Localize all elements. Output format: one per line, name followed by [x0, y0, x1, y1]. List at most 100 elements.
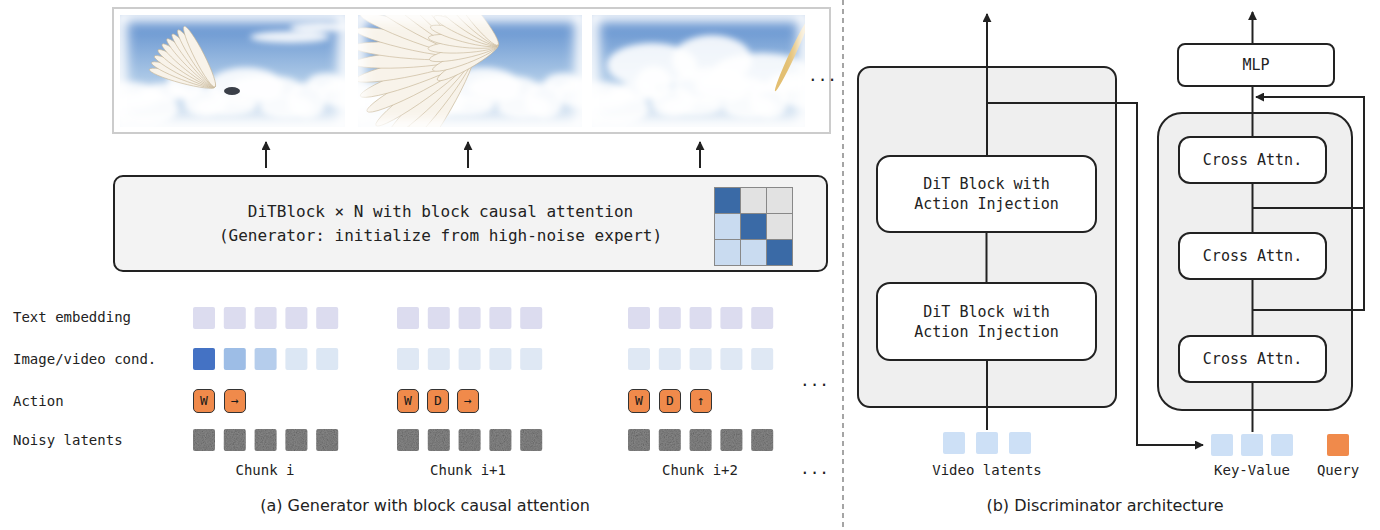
dit-block: DiT Block with Action Injection [876, 155, 1097, 233]
ellipsis: ... [800, 459, 829, 479]
generated-frame [592, 15, 805, 127]
node-text: (Generator: initialize from high-noise e… [219, 224, 662, 248]
text-embedding-token [690, 307, 712, 329]
row-label: Image/video cond. [13, 350, 156, 368]
condition-token [224, 348, 246, 370]
noisy-latent-token [690, 429, 712, 451]
condition-token [428, 348, 450, 370]
block-causal-mask-icon [714, 187, 793, 266]
chunk-label: Chunk i+1 [430, 461, 506, 479]
node-text: MLP [1242, 55, 1269, 75]
text-embedding-token [628, 307, 650, 329]
connector [1252, 184, 1254, 232]
subfigure-caption: (b) Discriminator architecture [986, 496, 1223, 516]
noisy-latent-token [520, 429, 542, 451]
noisy-latent-token [720, 429, 742, 451]
node-text: DiT Block with Action Injection [907, 174, 1067, 214]
node-text: DiT Block with Action Injection [907, 302, 1067, 342]
text-embedding-token [659, 307, 681, 329]
query-token [1327, 434, 1349, 456]
condition-token [690, 348, 712, 370]
row-label: Noisy latents [13, 431, 123, 449]
text-embedding-token [459, 307, 481, 329]
node-text: W [200, 393, 208, 409]
text-embedding-token [520, 307, 542, 329]
condition-token [255, 348, 277, 370]
connector [1252, 87, 1254, 136]
generated-frame [120, 15, 345, 127]
node-text: ↑ [697, 393, 705, 409]
subfigure-caption: (a) Generator with block causal attentio… [260, 496, 590, 516]
condition-token [193, 348, 215, 370]
text-embedding-token [428, 307, 450, 329]
text-embedding-token [285, 307, 307, 329]
cross-attention-box: Cross Attn. [1178, 232, 1327, 280]
condition-token [628, 348, 650, 370]
noisy-latent-token [459, 429, 481, 451]
chunk-label: Chunk i [235, 461, 294, 479]
input-label: Video latents [932, 461, 1042, 479]
ellipsis: ... [808, 66, 837, 86]
up-arrows [266, 142, 700, 168]
text-embedding-token [751, 307, 773, 329]
condition-token [316, 348, 338, 370]
text-embedding-token [193, 307, 215, 329]
text-embedding-token [397, 307, 419, 329]
video-latent-token [976, 432, 998, 454]
noisy-latent-token [628, 429, 650, 451]
node-text: W [404, 393, 412, 409]
noisy-latent-token [489, 429, 511, 451]
dit-block: DiT Block with Action Injection [876, 282, 1097, 361]
row-label: Action [13, 392, 64, 410]
condition-token [489, 348, 511, 370]
noisy-latent-token [397, 429, 419, 451]
action-key: W [397, 389, 419, 413]
noisy-latent-token [224, 429, 246, 451]
noisy-latent-token [316, 429, 338, 451]
action-key: → [224, 389, 246, 413]
text-embedding-token [489, 307, 511, 329]
node-text: Cross Attn. [1203, 150, 1302, 170]
video-latent-token [943, 432, 965, 454]
text-embedding-token [224, 307, 246, 329]
noisy-latent-token [255, 429, 277, 451]
action-key: D [427, 389, 449, 413]
key-value-token [1241, 434, 1263, 456]
key-value-token [1271, 434, 1293, 456]
cross-attention-box: Cross Attn. [1178, 335, 1327, 383]
text-embedding-token [316, 307, 338, 329]
node-text: Cross Attn. [1203, 349, 1302, 369]
node-text: D [666, 393, 674, 409]
node-text: Cross Attn. [1203, 246, 1302, 266]
generated-frame [358, 15, 582, 127]
noisy-latent-token [428, 429, 450, 451]
input-label: Query [1317, 461, 1359, 479]
noisy-latent-token [193, 429, 215, 451]
chunk-label: Chunk i+2 [662, 461, 738, 479]
video-latent-token [1009, 432, 1031, 454]
panel-divider [842, 0, 844, 530]
row-label: Text embedding [13, 308, 131, 326]
noisy-latent-token [285, 429, 307, 451]
connector [986, 233, 988, 282]
condition-token [751, 348, 773, 370]
cross-attention-box: Cross Attn. [1178, 136, 1327, 184]
condition-token [397, 348, 419, 370]
condition-token [659, 348, 681, 370]
action-key: W [628, 389, 650, 413]
ellipsis: ... [800, 371, 829, 391]
node-text: → [231, 393, 239, 409]
text-embedding-token [255, 307, 277, 329]
action-key: → [457, 389, 479, 413]
text-embedding-token [720, 307, 742, 329]
condition-token [720, 348, 742, 370]
cross-attention-stack [1158, 113, 1352, 410]
condition-token [459, 348, 481, 370]
condition-token [285, 348, 307, 370]
node-text: → [464, 393, 472, 409]
mlp-box: MLP [1177, 43, 1335, 87]
noisy-latent-token [659, 429, 681, 451]
node-text: D [434, 393, 442, 409]
node-text: W [635, 393, 643, 409]
